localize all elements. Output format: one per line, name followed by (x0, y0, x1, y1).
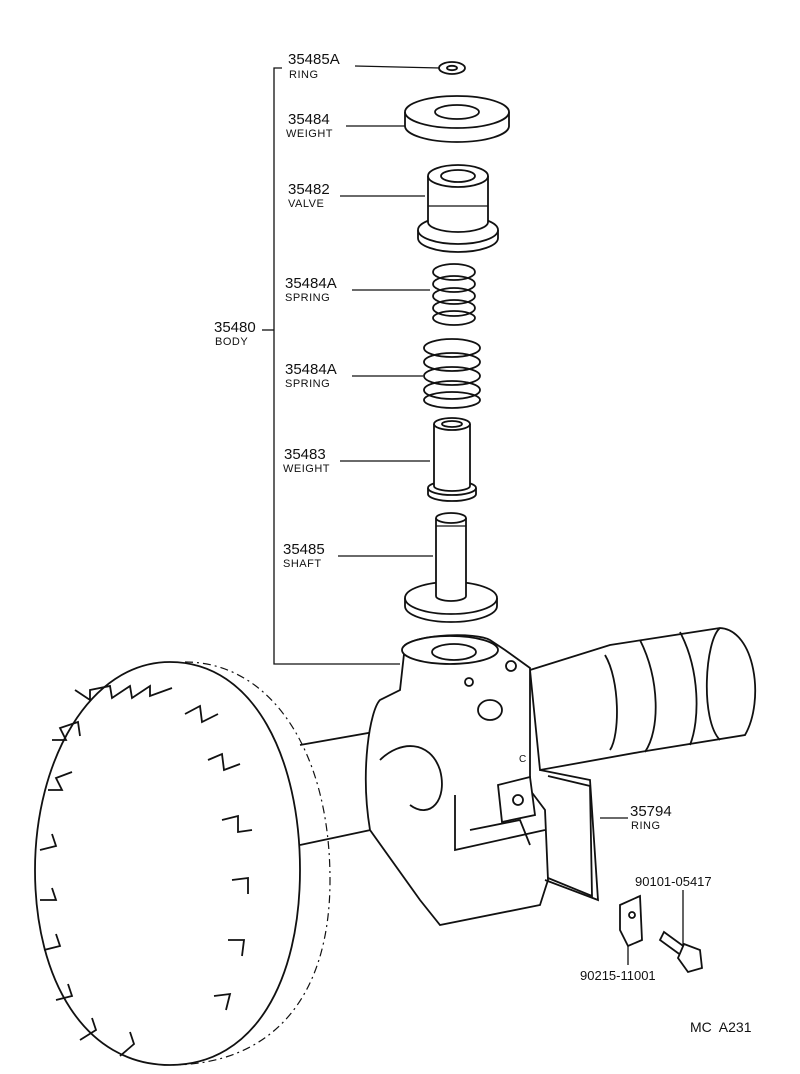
output-shaft (299, 627, 756, 846)
weight-35483-part (427, 417, 477, 502)
label-spring-lower-name: SPRING (285, 378, 330, 390)
label-35794-number: 35794 (630, 803, 672, 820)
ring-35485a-part (438, 61, 466, 75)
clutch-drum (34, 661, 331, 1066)
label-35482-number: 35482 (288, 181, 330, 198)
spring-lower-part (423, 338, 481, 409)
part-labels: 35485A RING 35484 WEIGHT 35482 VALVE 354… (214, 51, 752, 1035)
shaft-35485-part (404, 512, 498, 623)
small-mark-c: C (519, 754, 526, 765)
label-35794-name: RING (631, 820, 661, 832)
spring-upper-part (432, 263, 476, 326)
label-spring-upper-number: 35484A (285, 275, 337, 292)
label-bolt-number: 90101-05417 (635, 874, 712, 889)
label-spring-lower-number: 35484A (285, 361, 337, 378)
label-spring-upper-name: SPRING (285, 292, 330, 304)
label-35485a-name: RING (289, 69, 319, 81)
leader-lines (338, 65, 684, 965)
valve-35482-part (417, 164, 499, 253)
weight-35484-part (404, 95, 510, 143)
label-35485-name: SHAFT (283, 558, 322, 570)
label-body-name: BODY (215, 336, 248, 348)
label-plate-number: 90215-11001 (580, 968, 656, 983)
body-bracket (262, 67, 400, 665)
label-35482-name: VALVE (288, 198, 324, 210)
lock-plate-part (619, 894, 643, 948)
label-body-number: 35480 (214, 319, 256, 336)
label-35485-number: 35485 (283, 541, 325, 558)
bolt-part (658, 930, 703, 974)
label-35484-name: WEIGHT (286, 128, 333, 140)
valve-body-35480 (365, 634, 599, 926)
diagram-code: MC A231 (690, 1019, 752, 1035)
label-35483-number: 35483 (284, 446, 326, 463)
label-35485a-number: 35485A (288, 51, 340, 68)
label-35484-number: 35484 (288, 111, 330, 128)
label-35483-name: WEIGHT (283, 463, 330, 475)
